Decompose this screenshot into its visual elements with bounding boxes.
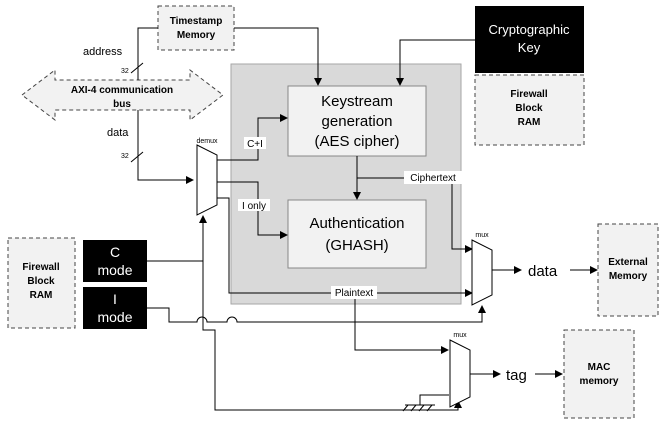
firewall-ram-top-label-2: Block: [515, 103, 543, 114]
ciphertext-label-bg: [404, 171, 462, 184]
tag-mux-label: mux: [453, 332, 467, 339]
firewall-ram-left-label-1: Firewall: [22, 262, 59, 273]
c-mode-control-line: [147, 215, 207, 262]
keystream-label-1: Keystream: [321, 93, 393, 110]
i-only-label-bg: [238, 199, 270, 211]
timestamp-memory-label-2: Memory: [177, 30, 216, 41]
data-in-label: data: [107, 127, 129, 139]
authentication-label-1: Authentication: [309, 215, 404, 232]
external-memory-label-1: External: [608, 257, 648, 268]
data-mux-label: mux: [475, 232, 489, 239]
demux-label: demux: [196, 138, 218, 145]
firewall-ram-top-label-1: Firewall: [510, 89, 547, 100]
c-mode-block: [83, 240, 147, 282]
timestamp-memory-block: [157, 5, 235, 51]
mac-memory-label-1: MAC: [588, 362, 611, 373]
timestamp-memory-label-1: Timestamp: [170, 16, 223, 27]
data-in-line: [137, 110, 194, 184]
ground-line: [419, 394, 449, 405]
auth-to-tag-mux: [230, 322, 232, 335]
cryptographic-key-label-1: Cryptographic: [489, 22, 570, 37]
axi-bus-label-2: bus: [113, 99, 131, 110]
tag-mux-select-line: [202, 261, 462, 411]
i-mode-block: [83, 287, 147, 329]
authentication-block: [287, 199, 427, 269]
plaintext-to-tag-mux: [354, 299, 449, 354]
tag-out-label: tag: [506, 367, 527, 384]
firewall-ram-top-label-3: RAM: [518, 117, 541, 128]
c-plus-i-label-bg: [244, 137, 266, 149]
data-out-label: data: [528, 263, 558, 280]
external-memory-label-2: Memory: [609, 271, 648, 282]
i-mode-control-line: [147, 305, 486, 323]
keystream-label-3: (AES cipher): [314, 133, 399, 150]
address-width-slash: [130, 62, 144, 74]
plaintext-label-bg: [331, 286, 377, 299]
mac-memory-block: [563, 329, 635, 419]
i-mode-label-2: mode: [97, 309, 132, 325]
ground-hatch-4: [426, 404, 433, 412]
authentication-label-2: (GHASH): [325, 237, 388, 254]
external-memory-block: [597, 223, 659, 317]
tag-mux-shape: [449, 339, 471, 408]
ground-hatch-3: [418, 404, 425, 412]
data-width-slash: [130, 151, 144, 163]
firewall-ram-left-label-3: RAM: [30, 290, 53, 301]
demux-shape: [196, 144, 218, 216]
c-plus-i-label: C+I: [247, 139, 263, 150]
i-mode-label-1: I: [113, 291, 117, 307]
keystream-block: [287, 85, 427, 157]
c-mode-label-2: mode: [97, 262, 132, 278]
cryptographic-key-label-2: Key: [518, 40, 541, 55]
address-label: address: [83, 46, 123, 58]
data-width-label: 32: [121, 153, 129, 160]
keystream-label-2: generation: [322, 113, 393, 130]
ground-hatch-1: [402, 404, 409, 412]
plaintext-label: Plaintext: [335, 288, 374, 299]
key-to-keystream: [396, 39, 475, 86]
axi-bus-label-1: AXI-4 communication: [71, 85, 173, 96]
axi-bus-arrow: [21, 68, 224, 122]
c-mode-label-1: C: [110, 244, 120, 260]
firewall-ram-left-label-2: Block: [27, 276, 55, 287]
i-only-label: I only: [242, 201, 266, 212]
firewall-ram-left-block: [7, 237, 76, 329]
ground-hatch-2: [410, 404, 417, 412]
address-line: [137, 27, 158, 80]
timestamp-to-keystream: [234, 27, 322, 86]
cryptographic-key-block: [475, 6, 584, 73]
firewall-ram-top-block: [474, 74, 585, 146]
address-width-label: 32: [121, 68, 129, 75]
data-mux-shape: [471, 239, 493, 306]
mac-memory-label-2: memory: [580, 376, 619, 387]
ciphertext-label: Ciphertext: [410, 173, 456, 184]
